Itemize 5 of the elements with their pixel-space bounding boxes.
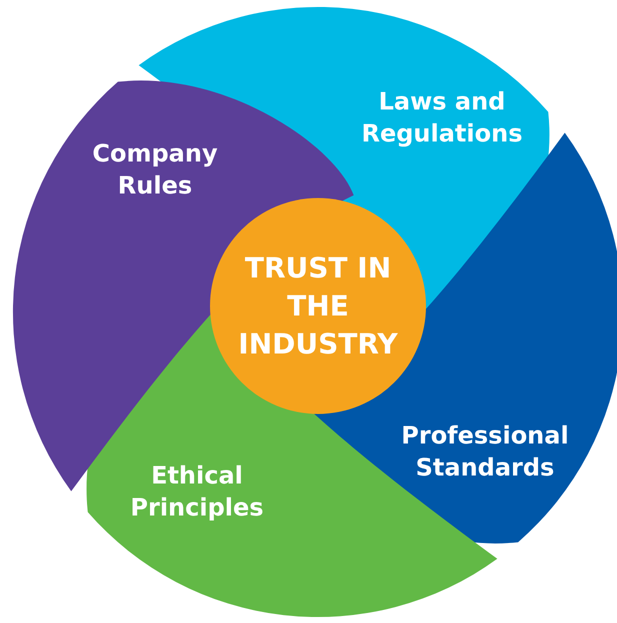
center-label: TRUST IN THE INDUSTRY xyxy=(237,250,399,362)
segment-label: Laws and Regulations xyxy=(360,86,524,150)
segment-label: Company Rules xyxy=(91,138,219,202)
segment-label: Ethical Principles xyxy=(129,460,265,524)
segment-label: Professional Standards xyxy=(400,420,570,484)
